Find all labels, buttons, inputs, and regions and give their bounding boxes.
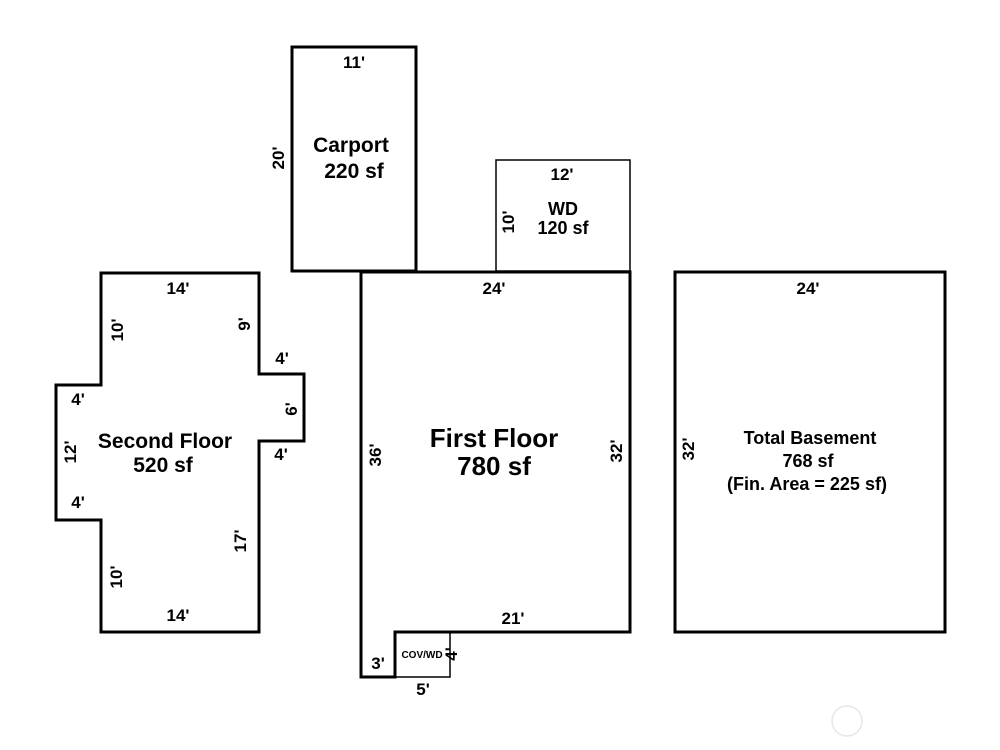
carport-outline bbox=[290, 45, 418, 273]
room-wd: 12' 10' WD 120 sf bbox=[495, 159, 631, 272]
first-floor-dim-left: 36' bbox=[366, 444, 385, 467]
first-floor-area: 780 sf bbox=[457, 451, 531, 481]
cov-wd-outline bbox=[394, 631, 451, 678]
second-floor-dim-top: 14' bbox=[167, 279, 190, 298]
wd-area: 120 sf bbox=[537, 218, 589, 238]
circle-watermark-icon bbox=[831, 705, 863, 737]
second-floor-dim-bump-left-side: 12' bbox=[61, 441, 80, 464]
second-floor-dim-bump-right-top: 4' bbox=[275, 349, 289, 368]
basement-dim-left: 32' bbox=[679, 438, 698, 461]
second-floor-dim-bottom: 14' bbox=[167, 606, 190, 625]
second-floor-dim-lower-left: 10' bbox=[107, 566, 126, 589]
wd-label: WD bbox=[548, 199, 578, 219]
carport-area: 220 sf bbox=[324, 160, 385, 183]
second-floor-dim-bump-left-bottom: 4' bbox=[71, 493, 85, 512]
second-floor-dim-upper-right: 9' bbox=[235, 317, 254, 331]
cov-wd-label: COV/WD bbox=[401, 650, 442, 661]
cov-wd-dim-bottom: 5' bbox=[416, 680, 430, 699]
cov-wd-dim-left: 3' bbox=[371, 654, 385, 673]
first-floor-label: First Floor bbox=[430, 423, 559, 453]
second-floor-outline bbox=[54, 271, 306, 634]
carport-dim-left: 20' bbox=[269, 147, 288, 170]
basement-label: Total Basement bbox=[744, 428, 877, 448]
cov-wd-dim-right: 4' bbox=[442, 647, 461, 661]
room-carport: 11' 20' Carport 220 sf bbox=[269, 45, 418, 273]
wd-dim-top: 12' bbox=[551, 165, 574, 184]
second-floor-area: 520 sf bbox=[133, 454, 194, 477]
wd-dim-left: 10' bbox=[499, 211, 518, 234]
second-floor-dim-bump-left-top: 4' bbox=[71, 390, 85, 409]
room-cov-wd: COV/WD 3' 4' 5' bbox=[371, 631, 461, 699]
room-basement: 24' 32' Total Basement 768 sf (Fin. Area… bbox=[673, 270, 947, 634]
second-floor-dim-lower-right: 17' bbox=[231, 530, 250, 553]
second-floor-dim-bump-right-bottom: 4' bbox=[274, 445, 288, 464]
room-first-floor: 24' 36' 32' 21' First Floor 780 sf bbox=[359, 270, 632, 679]
room-second-floor: 14' 10' 9' 4' 6' 4' 4' 12' 4' 10' 17' 14… bbox=[54, 271, 306, 634]
basement-finished-note: (Fin. Area = 225 sf) bbox=[727, 474, 887, 494]
carport-label: Carport bbox=[313, 134, 389, 157]
second-floor-label: Second Floor bbox=[98, 430, 232, 453]
first-floor-dim-bottom: 21' bbox=[502, 609, 525, 628]
first-floor-dim-top: 24' bbox=[483, 279, 506, 298]
basement-outline bbox=[673, 270, 947, 634]
first-floor-dim-right: 32' bbox=[607, 440, 626, 463]
second-floor-dim-bump-right-side: 6' bbox=[282, 402, 301, 416]
basement-dim-top: 24' bbox=[797, 279, 820, 298]
basement-area: 768 sf bbox=[782, 451, 834, 471]
second-floor-dim-upper-left: 10' bbox=[108, 319, 127, 342]
carport-dim-top: 11' bbox=[343, 53, 365, 72]
